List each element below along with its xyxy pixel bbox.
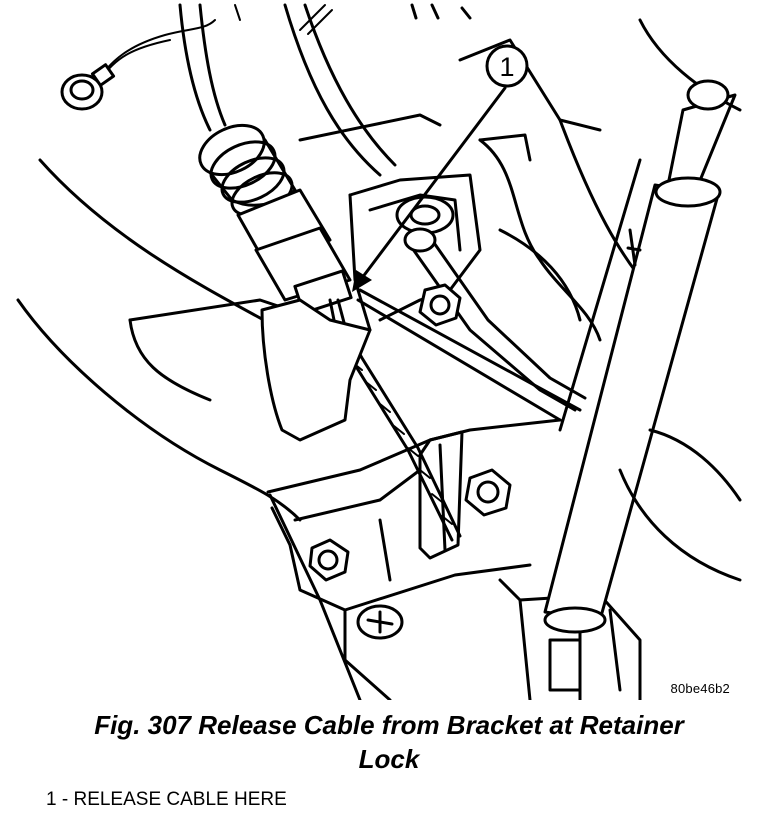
shift-cable bbox=[356, 227, 587, 422]
legend-text: RELEASE CABLE HERE bbox=[73, 789, 287, 810]
screw bbox=[356, 604, 404, 640]
callout-1: 1 bbox=[485, 44, 529, 88]
shift-lever bbox=[543, 79, 737, 634]
caption-line-2: Lock bbox=[358, 744, 420, 774]
figure-id: 80be46b2 bbox=[670, 681, 730, 696]
callout-number: 1 bbox=[499, 52, 514, 82]
retainer-lock-bracket bbox=[260, 173, 482, 442]
top-marks bbox=[234, 3, 472, 21]
cable-boot bbox=[198, 123, 353, 315]
legend-number: 1 bbox=[46, 789, 57, 810]
figure-caption: Fig. 307 Release Cable from Bracket at R… bbox=[0, 708, 768, 776]
nuts bbox=[308, 283, 512, 582]
callout-arrow bbox=[352, 86, 507, 292]
base-housing bbox=[266, 418, 642, 700]
shifter-boot bbox=[478, 133, 742, 582]
line-drawing-figure: 1 bbox=[16, 3, 742, 700]
caption-line-1: Fig. 307 Release Cable from Bracket at R… bbox=[94, 710, 684, 740]
legend-separator: - bbox=[56, 789, 74, 810]
legend-item: 1 - RELEASE CABLE HERE bbox=[46, 789, 287, 811]
